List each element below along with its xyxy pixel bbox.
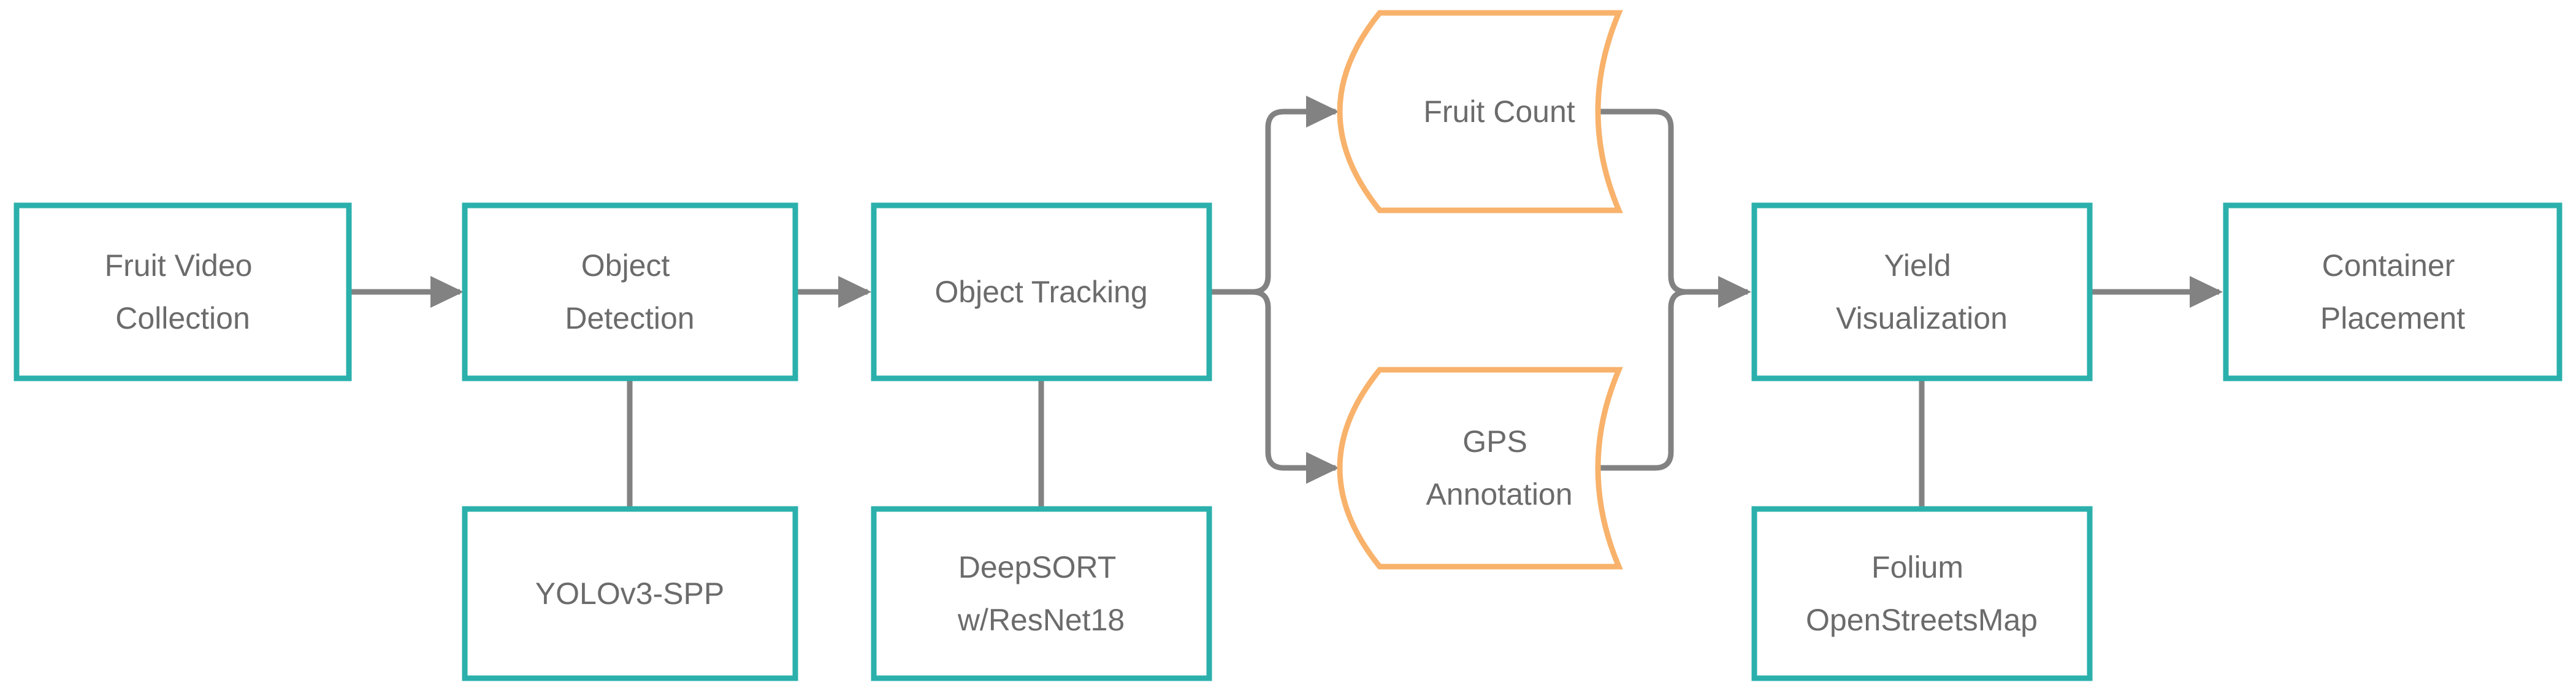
label-deepsort-resnet18: DeepSORT w/ResNet18 bbox=[957, 540, 1125, 637]
node-fruit-video-collection bbox=[13, 202, 352, 381]
node-yolov3-spp bbox=[462, 506, 798, 681]
connector-group bbox=[349, 96, 2223, 507]
node-deepsort-resnet18 bbox=[871, 506, 1212, 681]
label-container-placement: Container Placement bbox=[2320, 238, 2465, 335]
edge-tracking-to-gps bbox=[1209, 289, 1339, 484]
label-object-tracking: Object Tracking bbox=[934, 275, 1147, 309]
process-node-group bbox=[13, 202, 2563, 681]
label-group: Fruit Video Collection Object Detection … bbox=[105, 94, 2466, 637]
label-yield-visualization: Yield Visualization bbox=[1836, 238, 2008, 335]
data-node-group bbox=[1337, 10, 1623, 570]
label-object-detection: Object Detection bbox=[565, 238, 694, 335]
node-container-placement bbox=[2223, 202, 2563, 381]
label-fruit-video-collection: Fruit Video Collection bbox=[105, 238, 261, 335]
node-folium-openstreetsmap bbox=[1751, 506, 2093, 681]
label-gps-annotation: GPS Annotation bbox=[1426, 414, 1572, 511]
node-object-tracking bbox=[871, 202, 1212, 381]
node-gps-annotation bbox=[1337, 367, 1623, 570]
label-folium-openstreetsmap: Folium OpenStreetsMap bbox=[1806, 540, 2038, 637]
node-yield-visualization bbox=[1751, 202, 2093, 381]
node-fruit-count bbox=[1337, 10, 1623, 213]
label-fruit-count: Fruit Count bbox=[1423, 94, 1575, 129]
label-yolov3-spp: YOLOv3-SPP bbox=[535, 576, 724, 611]
node-object-detection bbox=[462, 202, 798, 381]
edge-gps-to-yield bbox=[1594, 289, 1748, 471]
edge-tracking-to-fruitcount bbox=[1209, 96, 1339, 295]
